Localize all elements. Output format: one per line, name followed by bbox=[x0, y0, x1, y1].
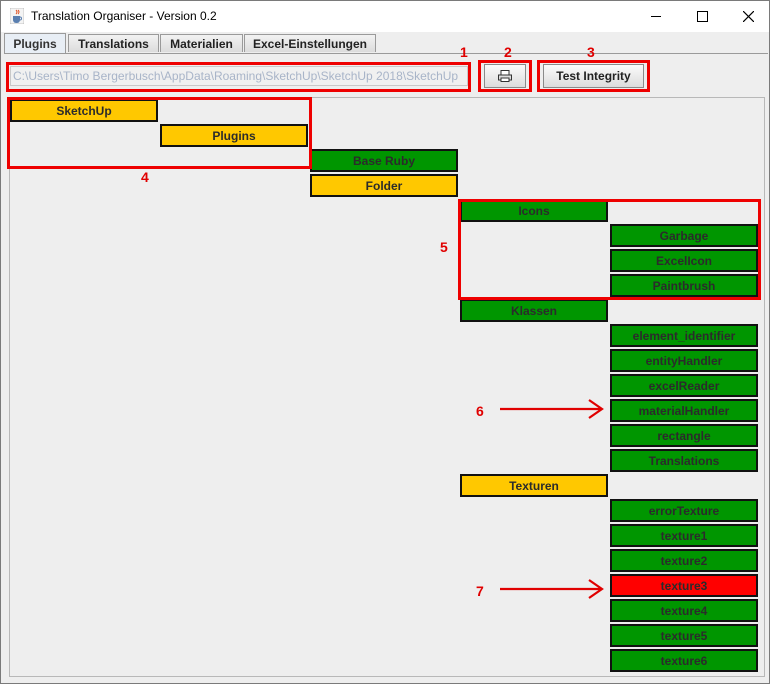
tab-divider bbox=[4, 53, 768, 54]
annotation-number-3: 3 bbox=[587, 44, 595, 60]
annotation-number-4: 4 bbox=[141, 169, 149, 185]
tab-materialien[interactable]: Materialien bbox=[160, 34, 243, 52]
tree-node-rectangle[interactable]: rectangle bbox=[610, 424, 758, 447]
tree-node-garbage[interactable]: Garbage bbox=[610, 224, 758, 247]
tree-node-texture3[interactable]: texture3 bbox=[610, 574, 758, 597]
tree-node-errortexture[interactable]: errorTexture bbox=[610, 499, 758, 522]
minimize-icon bbox=[651, 16, 661, 17]
maximize-icon bbox=[696, 11, 708, 22]
tree-node-texture2[interactable]: texture2 bbox=[610, 549, 758, 572]
annotation-box-4 bbox=[7, 97, 312, 169]
tree-node-texturen[interactable]: Texturen bbox=[460, 474, 608, 497]
title-bar[interactable]: Translation Organiser - Version 0.2 bbox=[1, 1, 769, 32]
tree-node-folder[interactable]: Folder bbox=[310, 174, 458, 197]
tree-node-base-ruby[interactable]: Base Ruby bbox=[310, 149, 458, 172]
tree-node-texture1[interactable]: texture1 bbox=[610, 524, 758, 547]
annotation-number-1: 1 bbox=[460, 44, 468, 60]
maximize-button[interactable] bbox=[679, 1, 725, 32]
minimize-button[interactable] bbox=[633, 1, 679, 32]
tree-node-translations[interactable]: Translations bbox=[610, 449, 758, 472]
browse-button[interactable] bbox=[484, 64, 526, 88]
tree-node-entityhandler[interactable]: entityHandler bbox=[610, 349, 758, 372]
tab-translations[interactable]: Translations bbox=[68, 34, 159, 52]
close-icon bbox=[742, 11, 754, 22]
tree-node-excelreader[interactable]: excelReader bbox=[610, 374, 758, 397]
annotation-number-7: 7 bbox=[476, 583, 484, 599]
tab-plugins[interactable]: Plugins bbox=[4, 33, 66, 53]
tree-node-plugins[interactable]: Plugins bbox=[160, 124, 308, 147]
tree-node-paintbrush[interactable]: Paintbrush bbox=[610, 274, 758, 297]
close-button[interactable] bbox=[725, 1, 771, 32]
tree-node-klassen[interactable]: Klassen bbox=[460, 299, 608, 322]
annotation-number-6: 6 bbox=[476, 403, 484, 419]
annotation-box-3 bbox=[537, 60, 650, 92]
printer-icon bbox=[498, 70, 512, 82]
tree-node-texture5[interactable]: texture5 bbox=[610, 624, 758, 647]
annotation-box-2 bbox=[478, 60, 532, 92]
tab-excel-einstellungen[interactable]: Excel-Einstellungen bbox=[244, 34, 376, 52]
annotation-arrow-6 bbox=[500, 399, 604, 419]
annotation-number-5: 5 bbox=[440, 239, 448, 255]
annotation-arrow-7 bbox=[500, 579, 604, 599]
tree-node-excelicon[interactable]: ExcelIcon bbox=[610, 249, 758, 272]
tree-node-materialhandler[interactable]: materialHandler bbox=[610, 399, 758, 422]
annotation-box-5 bbox=[458, 199, 761, 300]
tree-node-texture4[interactable]: texture4 bbox=[610, 599, 758, 622]
annotation-box-1 bbox=[6, 62, 471, 92]
tree-node-sketchup[interactable]: SketchUp bbox=[10, 99, 158, 122]
window-title: Translation Organiser - Version 0.2 bbox=[31, 9, 217, 23]
tree-node-element-identifier[interactable]: element_identifier bbox=[610, 324, 758, 347]
annotation-number-2: 2 bbox=[504, 44, 512, 60]
java-cup-icon bbox=[10, 8, 24, 24]
tree-node-texture6[interactable]: texture6 bbox=[610, 649, 758, 672]
plugin-path-field[interactable]: C:\Users\Timo Bergerbusch\AppData\Roamin… bbox=[10, 66, 468, 86]
test-integrity-button[interactable]: Test Integrity bbox=[543, 64, 644, 88]
